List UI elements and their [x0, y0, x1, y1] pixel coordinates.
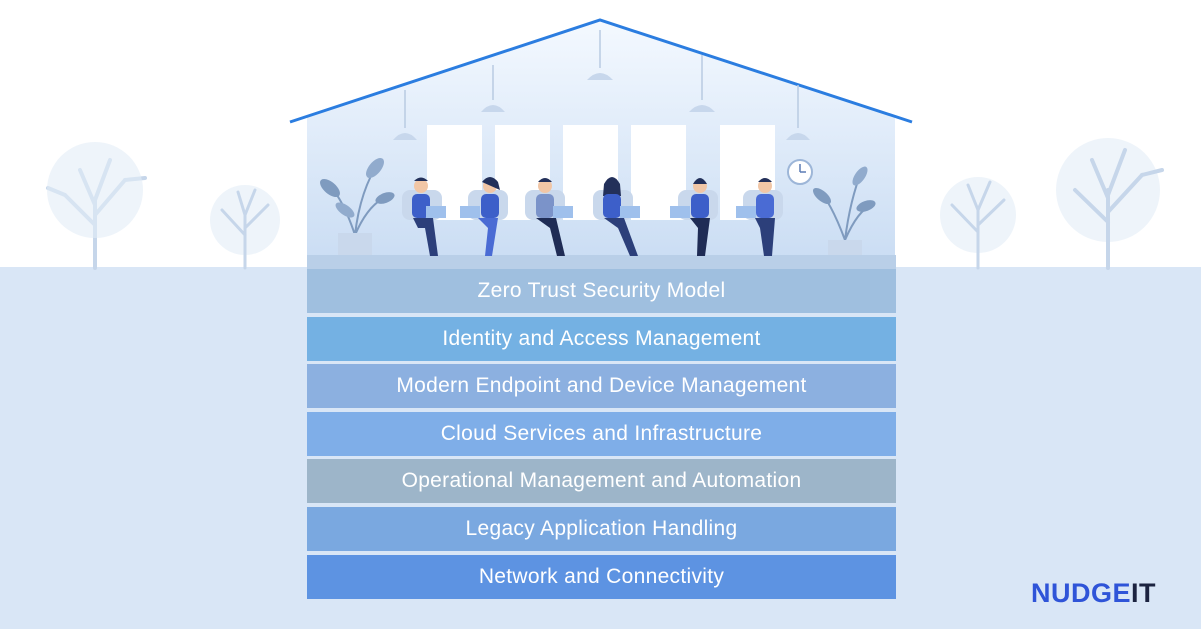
- logo-part-1: NUDGE: [1031, 578, 1132, 608]
- floor: [307, 255, 896, 269]
- people: [402, 177, 783, 256]
- layer-network-connectivity: Network and Connectivity: [307, 554, 896, 599]
- person-1: [402, 177, 446, 256]
- wall-clock: [787, 159, 813, 185]
- person-6: [736, 178, 783, 256]
- layer-stack: Zero Trust Security Model Identity and A…: [307, 269, 896, 602]
- tree-right-2: [1056, 138, 1164, 270]
- plant-left: [320, 158, 395, 257]
- layer-label: Legacy Application Handling: [465, 516, 738, 540]
- layer-label: Zero Trust Security Model: [477, 279, 726, 302]
- layer-label: Modern Endpoint and Device Management: [396, 374, 807, 398]
- nudgeit-logo: NUDGEIT: [1031, 578, 1156, 609]
- layer-label: Operational Management and Automation: [401, 469, 802, 493]
- layer-identity-access: Identity and Access Management: [307, 316, 896, 361]
- person-3: [525, 178, 573, 256]
- person-5: [670, 178, 718, 256]
- layer-label: Cloud Services and Infrastructure: [440, 421, 763, 445]
- logo-part-2: IT: [1131, 578, 1157, 608]
- layer-zero-trust: Zero Trust Security Model: [307, 269, 896, 313]
- layer-legacy-applications: Legacy Application Handling: [307, 506, 896, 551]
- tree-right-1: [940, 177, 1016, 270]
- layer-cloud-services: Cloud Services and Infrastructure: [307, 411, 896, 456]
- tree-left-1: [46, 142, 147, 270]
- person-2: [460, 177, 508, 256]
- tree-left-2: [210, 185, 280, 270]
- person-4: [593, 177, 640, 256]
- layer-label: Network and Connectivity: [478, 564, 725, 588]
- layer-endpoint-device: Modern Endpoint and Device Management: [307, 364, 896, 409]
- layer-operational-management: Operational Management and Automation: [307, 459, 896, 504]
- layer-label: Identity and Access Management: [442, 326, 761, 350]
- roof-line: [289, 18, 913, 124]
- ceiling-lamps: [404, 30, 799, 128]
